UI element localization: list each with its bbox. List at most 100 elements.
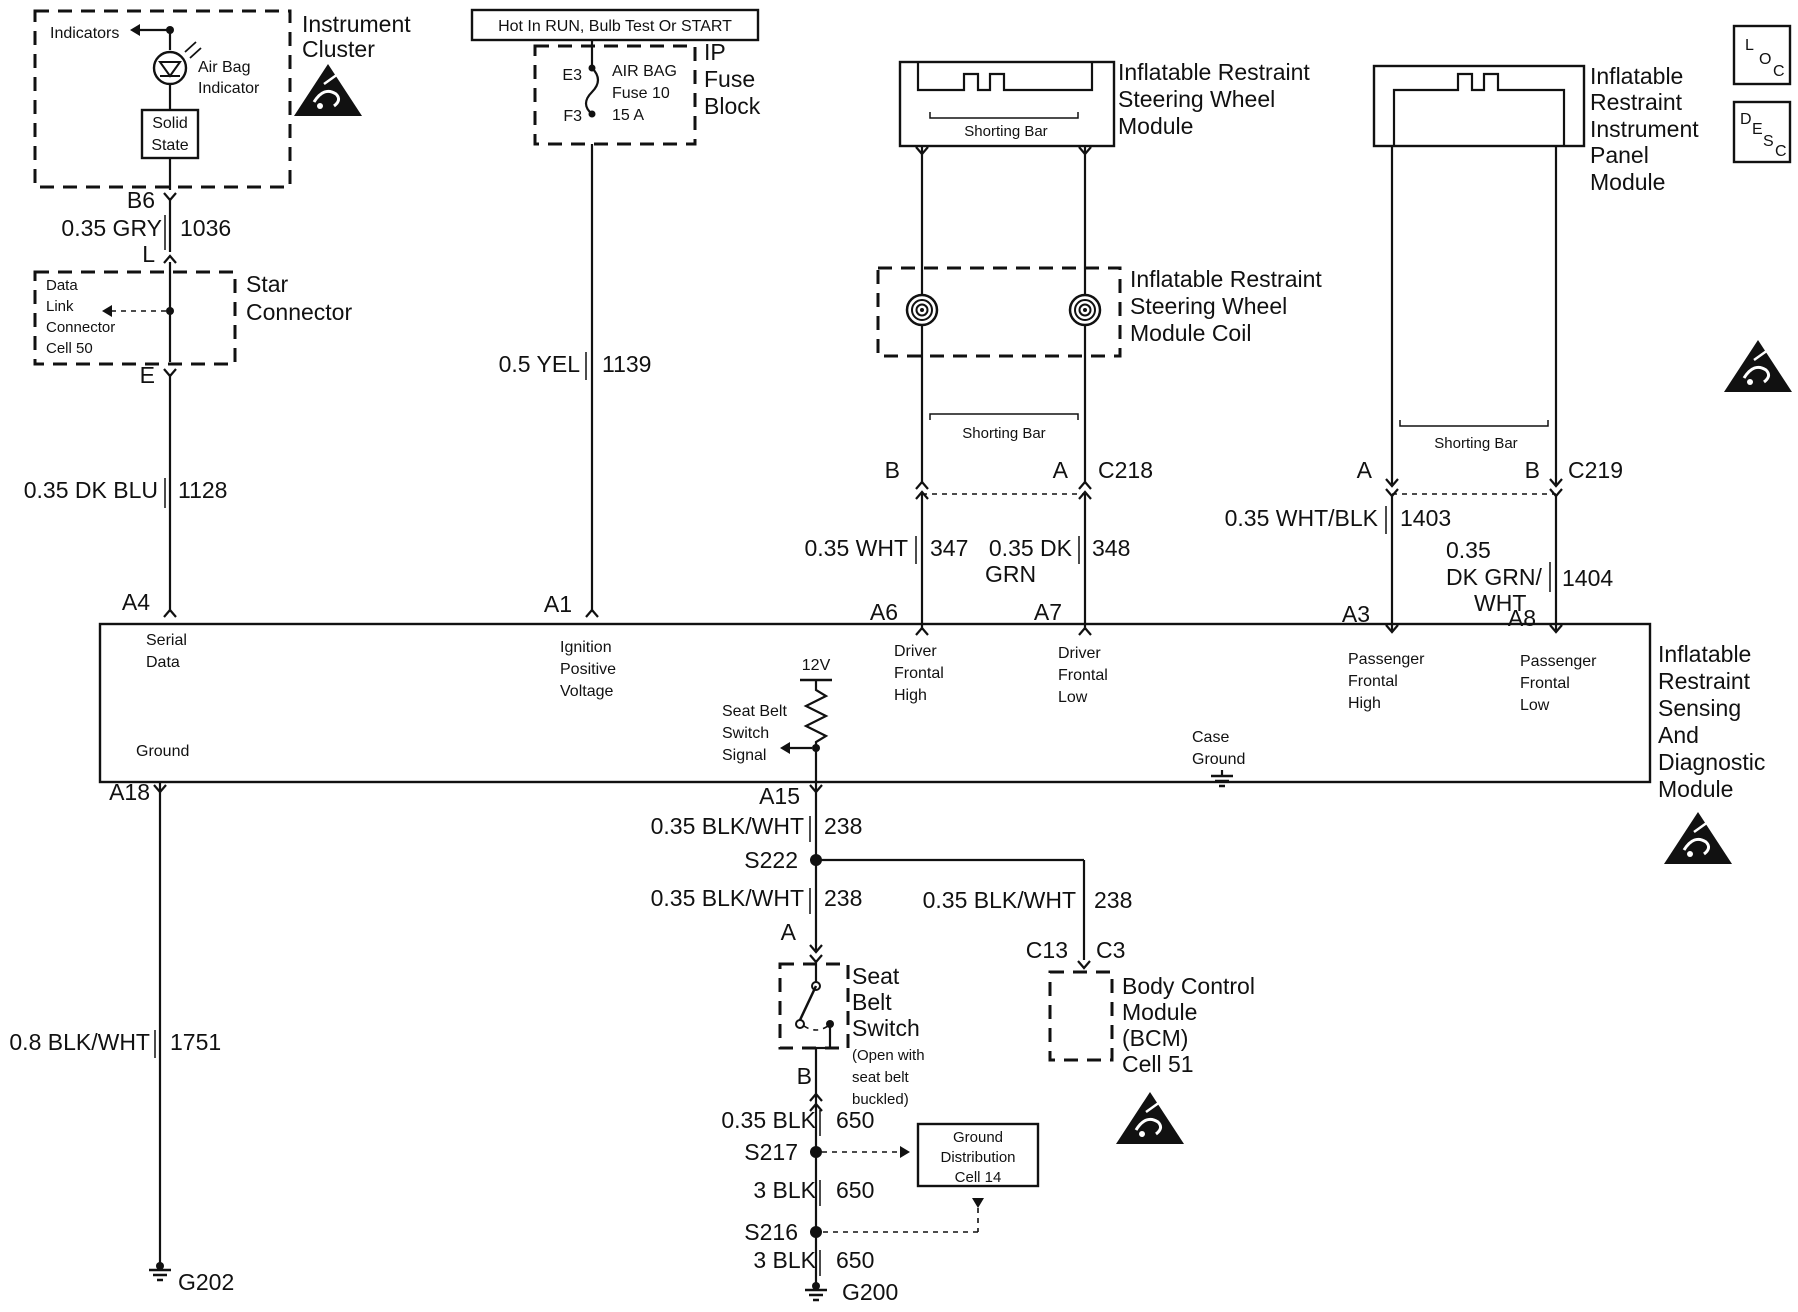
splice-dot-icon [166, 307, 174, 315]
svg-text:AIR BAG: AIR BAG [612, 63, 677, 80]
esd-warning-icon [292, 62, 364, 118]
svg-text:15 A: 15 A [612, 107, 644, 124]
ground-distribution-box [916, 1122, 1040, 1188]
seat-belt-switch: Seat Belt Switch (Open with seat belt bu… [778, 960, 925, 1130]
svg-text:G200: G200 [842, 1279, 898, 1305]
svg-text:Inflatable Restraint: Inflatable Restraint [1118, 59, 1310, 85]
svg-text:IP: IP [704, 39, 726, 65]
svg-text:A: A [781, 919, 797, 945]
svg-text:Cell 51: Cell 51 [1122, 1051, 1194, 1077]
ground-icon [803, 1288, 829, 1302]
svg-text:Link: Link [46, 298, 74, 315]
svg-text:Cluster: Cluster [302, 36, 375, 62]
instrument-cluster-title: Instrument [302, 11, 411, 37]
svg-text:E: E [140, 362, 155, 388]
svg-text:(Open with: (Open with [852, 1047, 925, 1064]
svg-text:Fuse 10: Fuse 10 [612, 85, 670, 102]
svg-text:And: And [1658, 722, 1699, 748]
svg-text:State: State [151, 137, 188, 154]
svg-text:Module: Module [1122, 999, 1197, 1025]
wire-1404: 0.35 DK GRN/ WHT 1404 [1446, 494, 1613, 630]
clockspring-coil-icon [905, 293, 939, 327]
svg-text:Cell 50: Cell 50 [46, 340, 93, 357]
svg-text:A15: A15 [759, 783, 800, 809]
svg-text:High: High [894, 687, 927, 704]
svg-text:347: 347 [930, 535, 968, 561]
ip-fuse-block: IP Fuse Block E3 F3 AIR BAG Fuse 10 15 A [533, 39, 761, 146]
svg-text:L: L [142, 241, 155, 267]
svg-text:650: 650 [836, 1247, 874, 1273]
svg-text:A: A [1357, 457, 1373, 483]
svg-text:Inflatable: Inflatable [1658, 641, 1751, 667]
svg-text:238: 238 [824, 885, 862, 911]
svg-text:0.35 BLK/WHT: 0.35 BLK/WHT [651, 813, 804, 839]
svg-text:Body Control: Body Control [1122, 973, 1255, 999]
svg-text:238: 238 [1094, 887, 1132, 913]
svg-text:Seat Belt: Seat Belt [722, 703, 787, 720]
svg-text:650: 650 [836, 1107, 874, 1133]
svg-text:Frontal: Frontal [894, 665, 944, 682]
svg-text:650: 650 [836, 1177, 874, 1203]
star-connector: Star Connector Data Link Connector Cell … [33, 262, 352, 366]
svg-text:Passenger: Passenger [1348, 651, 1425, 668]
svg-text:(BCM): (BCM) [1122, 1025, 1188, 1051]
svg-text:Voltage: Voltage [560, 683, 613, 700]
svg-text:GRN: GRN [985, 561, 1036, 587]
svg-text:0.35 DK BLU: 0.35 DK BLU [24, 477, 158, 503]
svg-text:Steering Wheel: Steering Wheel [1118, 86, 1275, 112]
svg-text:DK GRN/: DK GRN/ [1446, 564, 1542, 590]
svg-text:Inflatable Restraint: Inflatable Restraint [1130, 266, 1322, 292]
indicators-label: Indicators [50, 25, 119, 42]
svg-text:0.8 BLK/WHT: 0.8 BLK/WHT [9, 1029, 150, 1055]
svg-text:0.35 WHT/BLK: 0.35 WHT/BLK [1225, 505, 1379, 531]
svg-text:WHT: WHT [1474, 590, 1526, 616]
svg-text:B: B [885, 457, 900, 483]
ground-icon [147, 1268, 173, 1282]
svg-text:S: S [1763, 133, 1774, 150]
svg-text:Restraint: Restraint [1590, 89, 1683, 115]
svg-text:A: A [1053, 457, 1069, 483]
steering-wheel-module-coil: Inflatable Restraint Steering Wheel Modu… [876, 266, 1322, 484]
svg-text:Hot In RUN, Bulb Test Or START: Hot In RUN, Bulb Test Or START [498, 18, 732, 35]
svg-text:0.35 GRY: 0.35 GRY [61, 215, 162, 241]
svg-text:Low: Low [1520, 697, 1550, 714]
svg-text:Ground: Ground [1192, 751, 1245, 768]
svg-text:A8: A8 [1508, 605, 1536, 631]
splice-dot-icon [810, 1226, 822, 1238]
svg-text:A3: A3 [1342, 601, 1370, 627]
svg-text:1403: 1403 [1400, 505, 1451, 531]
svg-text:A18: A18 [109, 779, 150, 805]
svg-text:F3: F3 [563, 108, 582, 125]
svg-text:Case: Case [1192, 729, 1229, 746]
svg-text:seat belt: seat belt [852, 1069, 910, 1086]
sdm-module: A4 A1 A6 A7 A3 A8 Inflatable Restraint S… [98, 589, 1765, 866]
svg-text:A6: A6 [870, 599, 898, 625]
svg-text:Driver: Driver [1058, 645, 1101, 662]
esd-warning-icon [1114, 1090, 1186, 1146]
svg-text:Serial: Serial [146, 632, 187, 649]
desc-symbol: D E S C [1732, 100, 1792, 164]
svg-text:C13: C13 [1026, 937, 1068, 963]
svg-text:Star: Star [246, 271, 289, 297]
svg-text:S216: S216 [744, 1219, 798, 1245]
wire-650: 0.35 BLK 650 S217 Ground Distribution Ce… [721, 1107, 1040, 1305]
wire-1036: B6 0.35 GRY 1036 L [61, 187, 231, 267]
svg-text:C: C [1775, 143, 1787, 160]
svg-text:Distribution: Distribution [940, 1149, 1015, 1166]
passenger-module: Inflatable Restraint Instrument Panel Mo… [1372, 63, 1699, 484]
svg-text:Module: Module [1590, 169, 1665, 195]
svg-text:B6: B6 [127, 187, 155, 213]
svg-text:Driver: Driver [894, 643, 937, 660]
connector-c219: A B C219 [1357, 457, 1623, 498]
svg-text:Instrument: Instrument [1590, 116, 1699, 142]
body-control-module: Body Control Module (BCM) Cell 51 [1048, 970, 1255, 1146]
svg-text:Frontal: Frontal [1058, 667, 1108, 684]
svg-text:3 BLK: 3 BLK [753, 1177, 816, 1203]
svg-text:Restraint: Restraint [1658, 668, 1751, 694]
svg-text:0.35: 0.35 [1446, 537, 1491, 563]
svg-text:E: E [1752, 121, 1763, 138]
svg-text:Low: Low [1058, 689, 1088, 706]
svg-text:Ground: Ground [953, 1129, 1003, 1146]
svg-text:0.35 DK: 0.35 DK [989, 535, 1073, 561]
wire-1128: E 0.35 DK BLU 1128 [24, 362, 227, 619]
